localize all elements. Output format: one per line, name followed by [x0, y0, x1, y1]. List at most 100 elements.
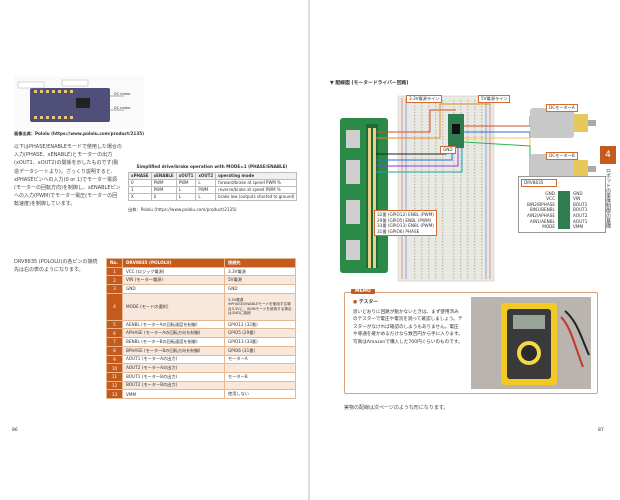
breadboard-hole — [474, 154, 476, 156]
breadboard-hole — [428, 199, 430, 201]
breadboard-hole — [460, 100, 462, 102]
breadboard-hole — [481, 136, 483, 138]
breadboard-hole — [428, 139, 430, 141]
breadboard-hole — [474, 187, 476, 189]
breadboard-hole — [428, 121, 430, 123]
breadboard-hole — [474, 166, 476, 168]
truth-table-header: xOUT1 — [175, 171, 197, 180]
breadboard-hole — [481, 151, 483, 153]
driver-pinout-title: DRV8835 — [521, 179, 557, 187]
breadboard-hole — [474, 157, 476, 159]
breadboard-hole — [442, 112, 444, 114]
breadboard-hole — [481, 157, 483, 159]
breadboard-hole — [414, 277, 416, 279]
breadboard-hole — [453, 196, 455, 198]
truth-table-block: Simplified drive/brake operation with MO… — [128, 164, 298, 212]
breadboard-hole — [474, 118, 476, 120]
breadboard-hole — [421, 262, 423, 264]
breadboard-hole — [414, 181, 416, 183]
breadboard-hole — [460, 244, 462, 246]
breadboard-hole — [481, 208, 483, 210]
pin-signal: BOUT1 (モーターBの出力) — [122, 371, 225, 382]
breadboard-hole — [421, 115, 423, 117]
breadboard-hole — [453, 100, 455, 102]
breadboard-hole — [460, 196, 462, 198]
breadboard-hole — [442, 184, 444, 186]
breadboard-hole — [442, 262, 444, 264]
breadboard-hole — [474, 139, 476, 141]
breadboard-hole — [460, 166, 462, 168]
driver-chip-icon — [558, 191, 570, 230]
breadboard-hole — [414, 253, 416, 255]
breadboard-hole — [428, 109, 430, 111]
breadboard-hole — [414, 178, 416, 180]
pin-destination: モーターB — [224, 371, 296, 382]
breadboard-hole — [460, 199, 462, 201]
breadboard-hole — [474, 229, 476, 231]
breadboard-hole — [414, 244, 416, 246]
breadboard-hole — [442, 127, 444, 129]
breadboard-hole — [453, 268, 455, 270]
figure-title: ▼ 配線図 (モータードライバー回路) — [330, 81, 409, 86]
breadboard-hole — [414, 196, 416, 198]
pin-signal: AENBL (モーターAの回転速度を制御) — [122, 319, 225, 330]
breadboard-hole — [414, 166, 416, 168]
breadboard-hole — [414, 202, 416, 204]
breadboard-hole — [421, 274, 423, 276]
breadboard-hole — [435, 247, 437, 249]
breadboard-hole — [474, 256, 476, 258]
breadboard-hole — [474, 163, 476, 165]
pin-number: 3 — [106, 284, 123, 294]
label-5v-line: 5V電源ライン — [478, 95, 511, 103]
breadboard-hole — [414, 268, 416, 270]
breadboard-hole — [414, 127, 416, 129]
breadboard-hole — [442, 193, 444, 195]
breadboard-hole — [442, 130, 444, 132]
breadboard-hole — [442, 277, 444, 279]
breadboard-hole — [453, 163, 455, 165]
breadboard-hole — [481, 124, 483, 126]
breadboard-hole — [428, 196, 430, 198]
breadboard-hole — [442, 265, 444, 267]
breadboard-hole — [467, 172, 469, 174]
breadboard-hole — [428, 262, 430, 264]
gpio-label: 29番 (GPIO5) ENBL (PWM) — [377, 217, 432, 223]
table-cell: 1 — [128, 185, 152, 194]
breadboard-hole — [435, 118, 437, 120]
breadboard-hole — [460, 181, 462, 183]
multimeter-photo — [471, 297, 591, 389]
breadboard-hole — [421, 256, 423, 258]
table-row: 1 PWM L PWM reverse/brake at speed PWM % — [128, 185, 298, 194]
breadboard-hole — [453, 160, 455, 162]
breadboard-hole — [428, 247, 430, 249]
breadboard-hole — [421, 268, 423, 270]
breadboard-hole — [442, 238, 444, 240]
breadboard-hole — [428, 112, 430, 114]
pin-signal: VIN (モーター電源) — [122, 275, 225, 286]
breadboard-hole — [414, 118, 416, 120]
breadboard-hole — [428, 250, 430, 252]
breadboard-hole — [453, 244, 455, 246]
breadboard-hole — [460, 259, 462, 261]
pin-number: 10 — [106, 363, 123, 373]
pin-destination: 3.3V電源 ※PHASE/ENABLEモードを使用する場合3.3Vに、IN/I… — [224, 292, 296, 321]
breadboard-hole — [467, 277, 469, 279]
driver-pin-label: VCC — [546, 196, 555, 202]
breadboard-hole — [474, 247, 476, 249]
breadboard-hole — [435, 277, 437, 279]
breadboard-hole — [442, 154, 444, 156]
breadboard-hole — [442, 226, 444, 228]
breadboard-hole — [460, 217, 462, 219]
breadboard-hole — [453, 259, 455, 261]
bullet-icon: ● — [353, 300, 358, 305]
breadboard-hole — [421, 175, 423, 177]
breadboard-hole — [435, 139, 437, 141]
breadboard-hole — [467, 196, 469, 198]
breadboard-hole — [428, 169, 430, 171]
breadboard-hole — [460, 154, 462, 156]
breadboard-hole — [460, 226, 462, 228]
breadboard-hole — [414, 187, 416, 189]
